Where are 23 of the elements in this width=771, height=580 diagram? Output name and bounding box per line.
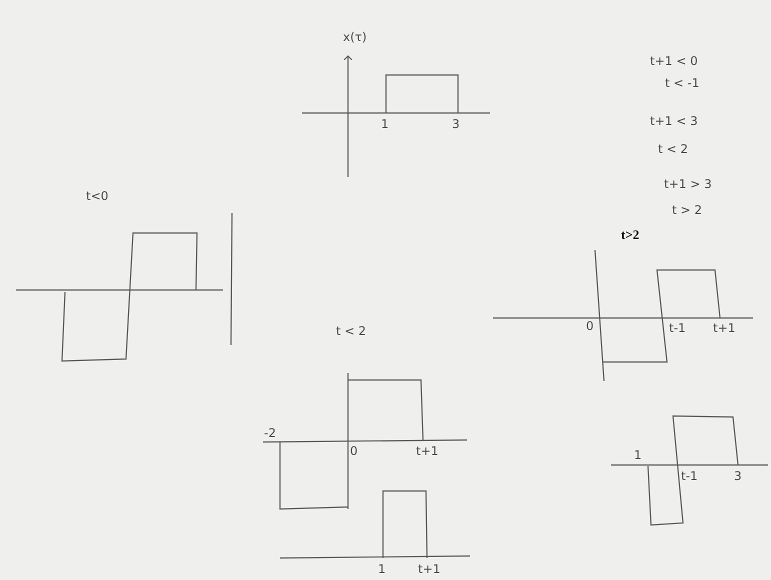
inequality-text: t+1 < 0: [650, 54, 698, 68]
case-heading: t<0: [86, 189, 108, 203]
inequality-text: t < -1: [665, 76, 700, 90]
tick-label: 0: [586, 319, 594, 333]
tick-label: 0: [350, 444, 358, 458]
axis-label: x(τ): [343, 30, 367, 44]
tick-label: t+1: [713, 321, 736, 335]
tick-label: 3: [452, 117, 460, 131]
tick-label: 1: [381, 117, 389, 131]
tick-label: 1: [378, 562, 386, 576]
tick-label: 1: [634, 448, 642, 462]
tick-label: -2: [264, 426, 276, 440]
inequality-text: t+1 < 3: [650, 114, 698, 128]
case-heading: t < 2: [336, 324, 366, 338]
inequality-text: t > 2: [672, 203, 702, 217]
tick-label: 3: [734, 469, 742, 483]
tick-label: t+1: [418, 562, 440, 576]
inequality-text: t < 2: [658, 142, 688, 156]
case-heading: t>2: [621, 228, 640, 242]
tick-label: t-1: [681, 469, 698, 483]
tick-label: t+1: [416, 444, 438, 458]
inequality-text: t+1 > 3: [664, 177, 712, 191]
tick-label: t-1: [669, 321, 686, 335]
